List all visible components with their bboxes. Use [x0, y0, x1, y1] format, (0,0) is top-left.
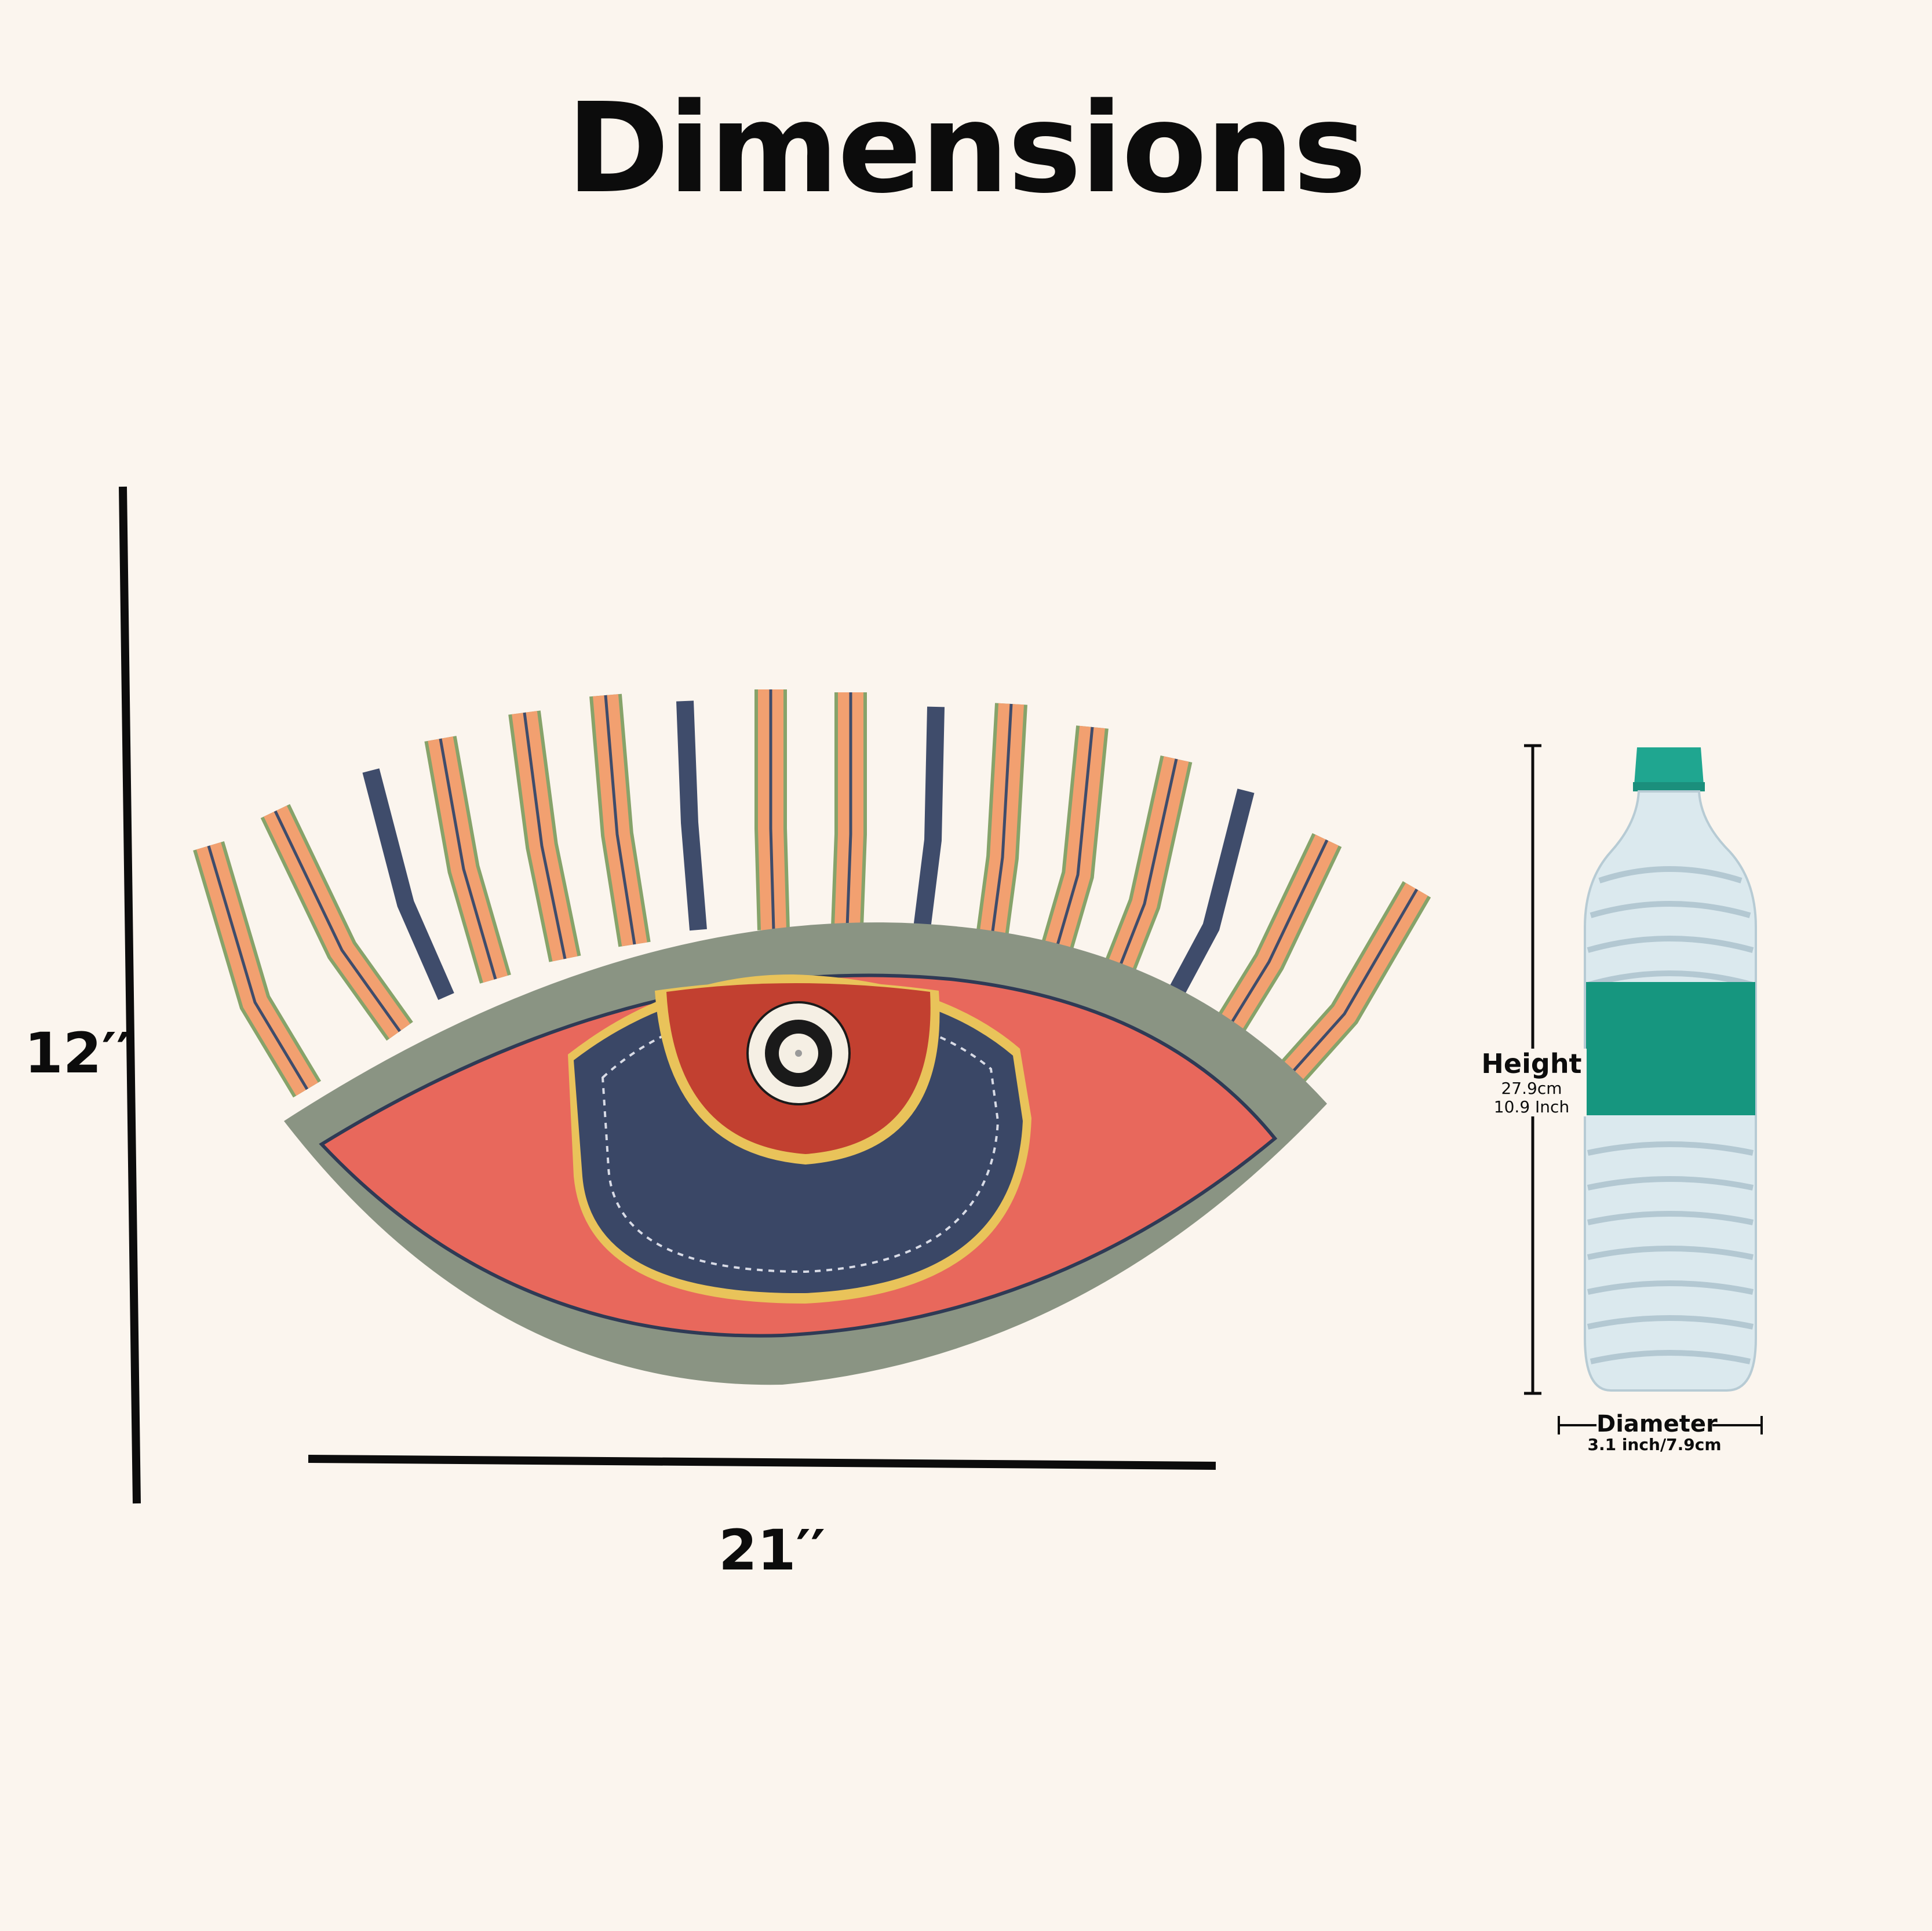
- width-dimension-line: [308, 1455, 1216, 1470]
- page-title: Dimensions: [566, 76, 1367, 221]
- lash-2: [260, 804, 413, 1041]
- eyelashes: [193, 689, 1431, 1106]
- lash-15: [1209, 833, 1342, 1046]
- bottle-height-info: Height 27.9cm 10.9 Inch: [1477, 1048, 1587, 1117]
- bottle-label: [1586, 982, 1755, 1115]
- lash-9: [831, 692, 867, 928]
- lash-16: [1260, 881, 1431, 1106]
- bottle-diameter-value: 3.1 inch/7.9cm: [1587, 1435, 1722, 1454]
- height-dimension-line: [119, 486, 141, 1504]
- bottle-height-inch: 10.9 Inch: [1493, 1097, 1570, 1117]
- lash-11: [975, 703, 1027, 947]
- lash-5: [508, 710, 581, 962]
- pupil-dot: [795, 1050, 802, 1057]
- product-height-label: 12′′: [24, 1021, 132, 1086]
- lash-14: [1160, 789, 1255, 1013]
- lash-1: [193, 841, 322, 1098]
- lash-8: [754, 689, 790, 930]
- lash-12: [1036, 725, 1109, 969]
- lash-3: [362, 768, 454, 1001]
- bottle-cap: [1634, 747, 1704, 785]
- product-width-label: 21′′: [719, 1518, 826, 1583]
- lash-10: [913, 706, 945, 934]
- bottle-diameter-title: Diameter: [1596, 1411, 1718, 1437]
- lash-7: [676, 700, 707, 931]
- lash-13: [1097, 755, 1193, 991]
- eye-body: [284, 922, 1327, 1385]
- bottle-height-cm: 27.9cm: [1501, 1078, 1562, 1098]
- bottle-height-title: Height: [1481, 1048, 1582, 1079]
- lash-6: [589, 693, 651, 947]
- water-bottle: [1584, 747, 1757, 1392]
- lash-4: [424, 736, 511, 984]
